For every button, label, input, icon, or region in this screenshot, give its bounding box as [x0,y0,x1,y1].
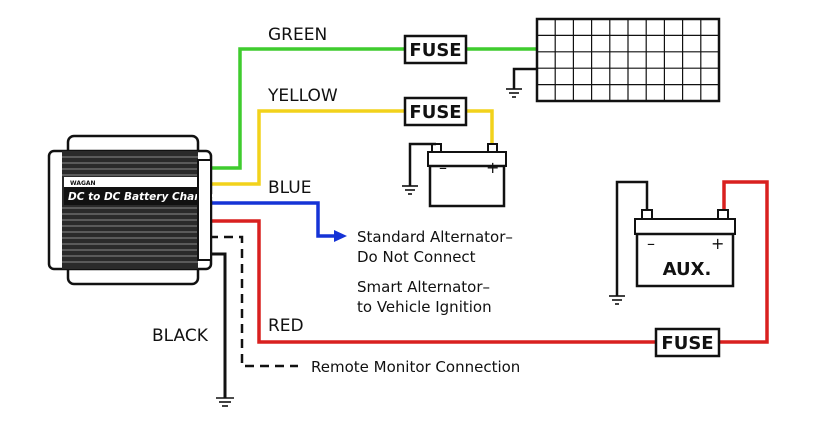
remote-monitor-dashed-line [209,235,298,368]
battery-main-plus: + [486,158,499,177]
battery-aux: – + AUX. [609,180,736,305]
alternator-note-line3: Smart Alternator– [357,278,490,296]
battery-aux-label: AUX. [663,259,712,280]
red-wire: RED [209,180,769,344]
fuse-green: FUSE [403,34,468,65]
green-wire-line [209,47,405,170]
red-wire-line [209,219,656,344]
solar-panel [506,17,721,103]
dc-dc-charger: WAGAN DC to DC Battery Charger [47,134,220,286]
green-wire: GREEN [209,25,537,170]
blue-wire-line [209,201,336,238]
green-wire-label: GREEN [268,25,327,45]
solar-ground-wire [512,67,537,89]
black-wire-label: BLACK [152,326,209,346]
ground-symbol-black [216,397,234,407]
yellow-wire-label: YELLOW [267,86,338,106]
yellow-wire-to-battery [466,109,494,144]
battery-aux-minus: – [647,234,655,253]
remote-monitor-label: Remote Monitor Connection [311,358,520,376]
black-wire-line [209,252,227,398]
blue-wire: BLUE [209,178,347,242]
red-wire-to-aux [719,180,769,344]
fuse-red-label: FUSE [661,333,713,354]
battery-aux-ground-wire [615,180,649,296]
charger-fins [62,156,198,263]
red-wire-label: RED [268,316,304,336]
alternator-note-line2: Do Not Connect [357,248,476,266]
fuse-yellow: FUSE [403,96,468,127]
ground-symbol-aux-battery [609,295,625,305]
ground-symbol-solar [506,88,522,98]
fuse-yellow-label: FUSE [409,102,461,123]
alternator-note-line1: Standard Alternator– [357,228,513,246]
battery-main-ground-wire [408,142,436,186]
battery-main: – + [402,142,507,208]
charger-brand: WAGAN [70,180,96,187]
alternator-notes: Standard Alternator– Do Not Connect Smar… [357,228,513,316]
fuse-green-label: FUSE [409,40,461,61]
blue-arrowhead [334,230,347,242]
yellow-wire: YELLOW [209,86,494,186]
battery-main-minus: – [439,158,447,177]
alternator-note-line4: to Vehicle Ignition [357,298,492,316]
blue-wire-label: BLUE [268,178,311,198]
ground-symbol-main-battery [402,185,418,195]
fuse-red: FUSE [654,327,721,358]
yellow-wire-line [209,109,405,186]
black-wire: BLACK [152,252,234,407]
remote-monitor-connection: Remote Monitor Connection [209,235,520,376]
charger-title: DC to DC Battery Charger [68,191,220,203]
battery-aux-plus: + [711,234,724,253]
